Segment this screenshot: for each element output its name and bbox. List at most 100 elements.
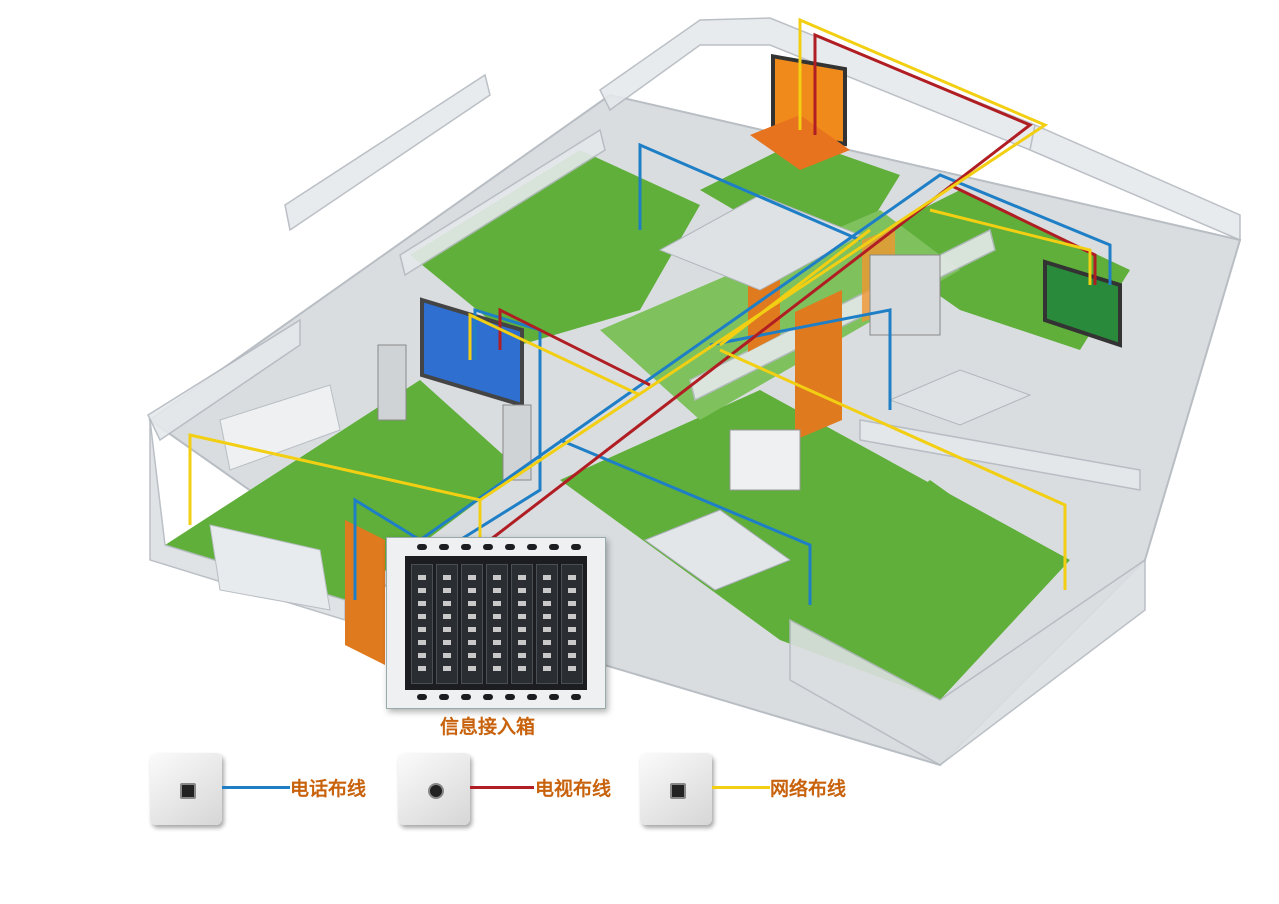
- tv-outlet-icon: [398, 753, 470, 825]
- door-3: [345, 520, 385, 665]
- dining-table: [643, 509, 792, 591]
- door-2: [795, 290, 842, 440]
- phone-cable-main: [419, 173, 1112, 542]
- phone-legend-line: [222, 786, 290, 789]
- module-port: [443, 588, 451, 593]
- cable-runs: [188, 17, 1112, 605]
- module-port: [418, 627, 426, 632]
- module-port: [518, 601, 526, 606]
- module-port: [518, 653, 526, 658]
- module-port: [493, 588, 501, 593]
- network-socket: [670, 783, 686, 799]
- module-port: [468, 588, 476, 593]
- module-port: [543, 640, 551, 645]
- cabinet-vent-slot: [461, 544, 471, 550]
- network-cable-kids: [929, 208, 1092, 285]
- module-port: [468, 640, 476, 645]
- phone-cable-bedroom: [638, 142, 861, 242]
- module-port: [418, 575, 426, 580]
- cabinet-vent-slot: [439, 694, 449, 700]
- cabinet-panel: [405, 556, 587, 690]
- cabinet-vent-slot: [461, 694, 471, 700]
- cabinet-vent-slot: [483, 694, 493, 700]
- network-cabinet-icon: [386, 537, 606, 709]
- front-wall-base: [789, 558, 1146, 766]
- cabinet-module: [461, 564, 483, 684]
- module-port: [468, 601, 476, 606]
- module-port: [443, 627, 451, 632]
- outer-wall-right: [1029, 123, 1241, 242]
- module-port: [568, 614, 576, 619]
- cabinet-module: [536, 564, 558, 684]
- bed-2: [888, 369, 1032, 426]
- cabinet-vent-slot: [439, 544, 449, 550]
- module-port: [493, 614, 501, 619]
- study-room-floor: [410, 150, 700, 345]
- module-port: [568, 640, 576, 645]
- network-cable-study: [468, 312, 641, 397]
- module-port: [518, 614, 526, 619]
- network-cable-livingroom: [188, 433, 481, 525]
- speaker-left: [377, 344, 407, 421]
- module-port: [518, 575, 526, 580]
- cabinet-vent-slot: [483, 544, 493, 550]
- tv-socket: [428, 783, 444, 799]
- dining-room-floor: [560, 390, 1070, 700]
- module-port: [468, 575, 476, 580]
- module-port: [418, 666, 426, 671]
- cabinet-label: 信息接入箱: [440, 716, 536, 738]
- network-cable-main: [478, 17, 1049, 540]
- module-port: [568, 653, 576, 658]
- tv-cable-main: [489, 32, 1033, 542]
- module-port: [418, 601, 426, 606]
- cabinet-module: [486, 564, 508, 684]
- module-port: [468, 653, 476, 658]
- sofa-front: [209, 524, 331, 611]
- module-port: [468, 666, 476, 671]
- interior-wall-1: [399, 128, 606, 277]
- cabinet-vent-slot: [417, 544, 427, 550]
- tv-legend-line: [470, 786, 534, 789]
- module-port: [568, 601, 576, 606]
- cabinet-vent-slot: [571, 694, 581, 700]
- module-port: [418, 640, 426, 645]
- phone-cable-dining: [559, 438, 812, 605]
- module-port: [568, 588, 576, 593]
- cabinet-vent-slot: [549, 544, 559, 550]
- module-port: [418, 653, 426, 658]
- module-port: [543, 653, 551, 658]
- network-legend-line: [712, 786, 770, 789]
- cabinet-module: [511, 564, 533, 684]
- module-port: [493, 640, 501, 645]
- cabinet-vent-slot: [527, 694, 537, 700]
- module-port: [568, 627, 576, 632]
- cabinet-vent-slot: [571, 544, 581, 550]
- module-port: [493, 666, 501, 671]
- cabinet-vent-slot: [505, 694, 515, 700]
- phone-cable-kids: [709, 308, 892, 410]
- module-port: [468, 614, 476, 619]
- tv-table: [750, 115, 850, 170]
- cabinet-vent-slot: [549, 694, 559, 700]
- module-port: [518, 627, 526, 632]
- phone-cable-livingroom: [353, 497, 421, 600]
- bathtub: [729, 429, 801, 491]
- tv-cable-kids: [949, 183, 1097, 285]
- module-port: [543, 601, 551, 606]
- cabinet-vent-slot: [527, 544, 537, 550]
- walls: [147, 17, 1241, 766]
- interior-wall-3: [859, 419, 1141, 491]
- module-port: [543, 575, 551, 580]
- cabinet-module: [436, 564, 458, 684]
- module-port: [443, 653, 451, 658]
- bathroom-floor: [830, 480, 1000, 610]
- outer-wall-back-left: [284, 73, 491, 232]
- cabinet-module: [411, 564, 433, 684]
- module-port: [543, 614, 551, 619]
- cabinet-vent-slot: [417, 694, 427, 700]
- module-port: [493, 653, 501, 658]
- module-port: [518, 640, 526, 645]
- module-port: [543, 666, 551, 671]
- module-port: [568, 666, 576, 671]
- module-port: [493, 601, 501, 606]
